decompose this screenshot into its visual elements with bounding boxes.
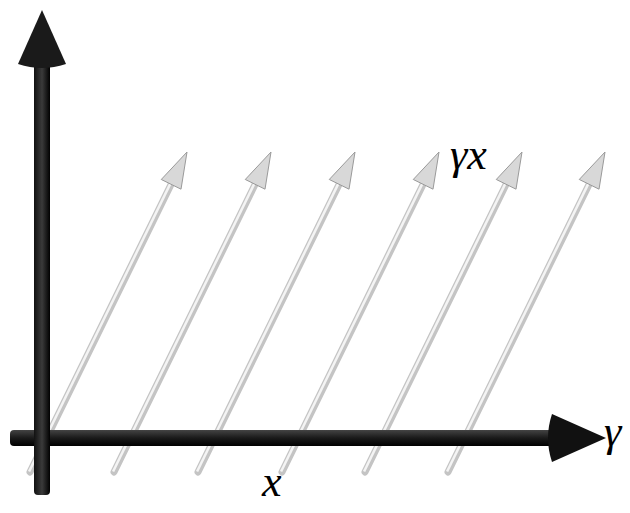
vector-highlight <box>113 184 254 472</box>
vector-arrowhead <box>329 152 355 189</box>
vector-highlight <box>29 184 170 472</box>
axis-label: x <box>262 460 282 504</box>
horizontal-axis <box>10 430 562 446</box>
vector-arrowhead <box>579 152 605 189</box>
vector-arrowhead <box>496 152 522 189</box>
vector-highlight <box>364 184 505 472</box>
axis-arrowhead <box>548 414 606 462</box>
vector-highlight <box>197 184 338 472</box>
vector-shaft <box>365 184 506 472</box>
vector-shaft <box>30 184 171 472</box>
axis-label: γ <box>604 410 621 454</box>
vector-field <box>29 152 605 472</box>
vector-shaft <box>198 184 339 472</box>
vector-shaft <box>282 184 423 472</box>
vector-highlight <box>281 184 422 472</box>
vector-label: γx <box>450 133 487 177</box>
vector-arrowhead <box>245 152 271 189</box>
vertical-axis <box>34 55 50 495</box>
vector-arrowhead <box>161 152 187 189</box>
vector-shaft <box>114 184 255 472</box>
axis-arrowhead <box>18 10 66 68</box>
vector-arrowhead <box>413 152 439 189</box>
